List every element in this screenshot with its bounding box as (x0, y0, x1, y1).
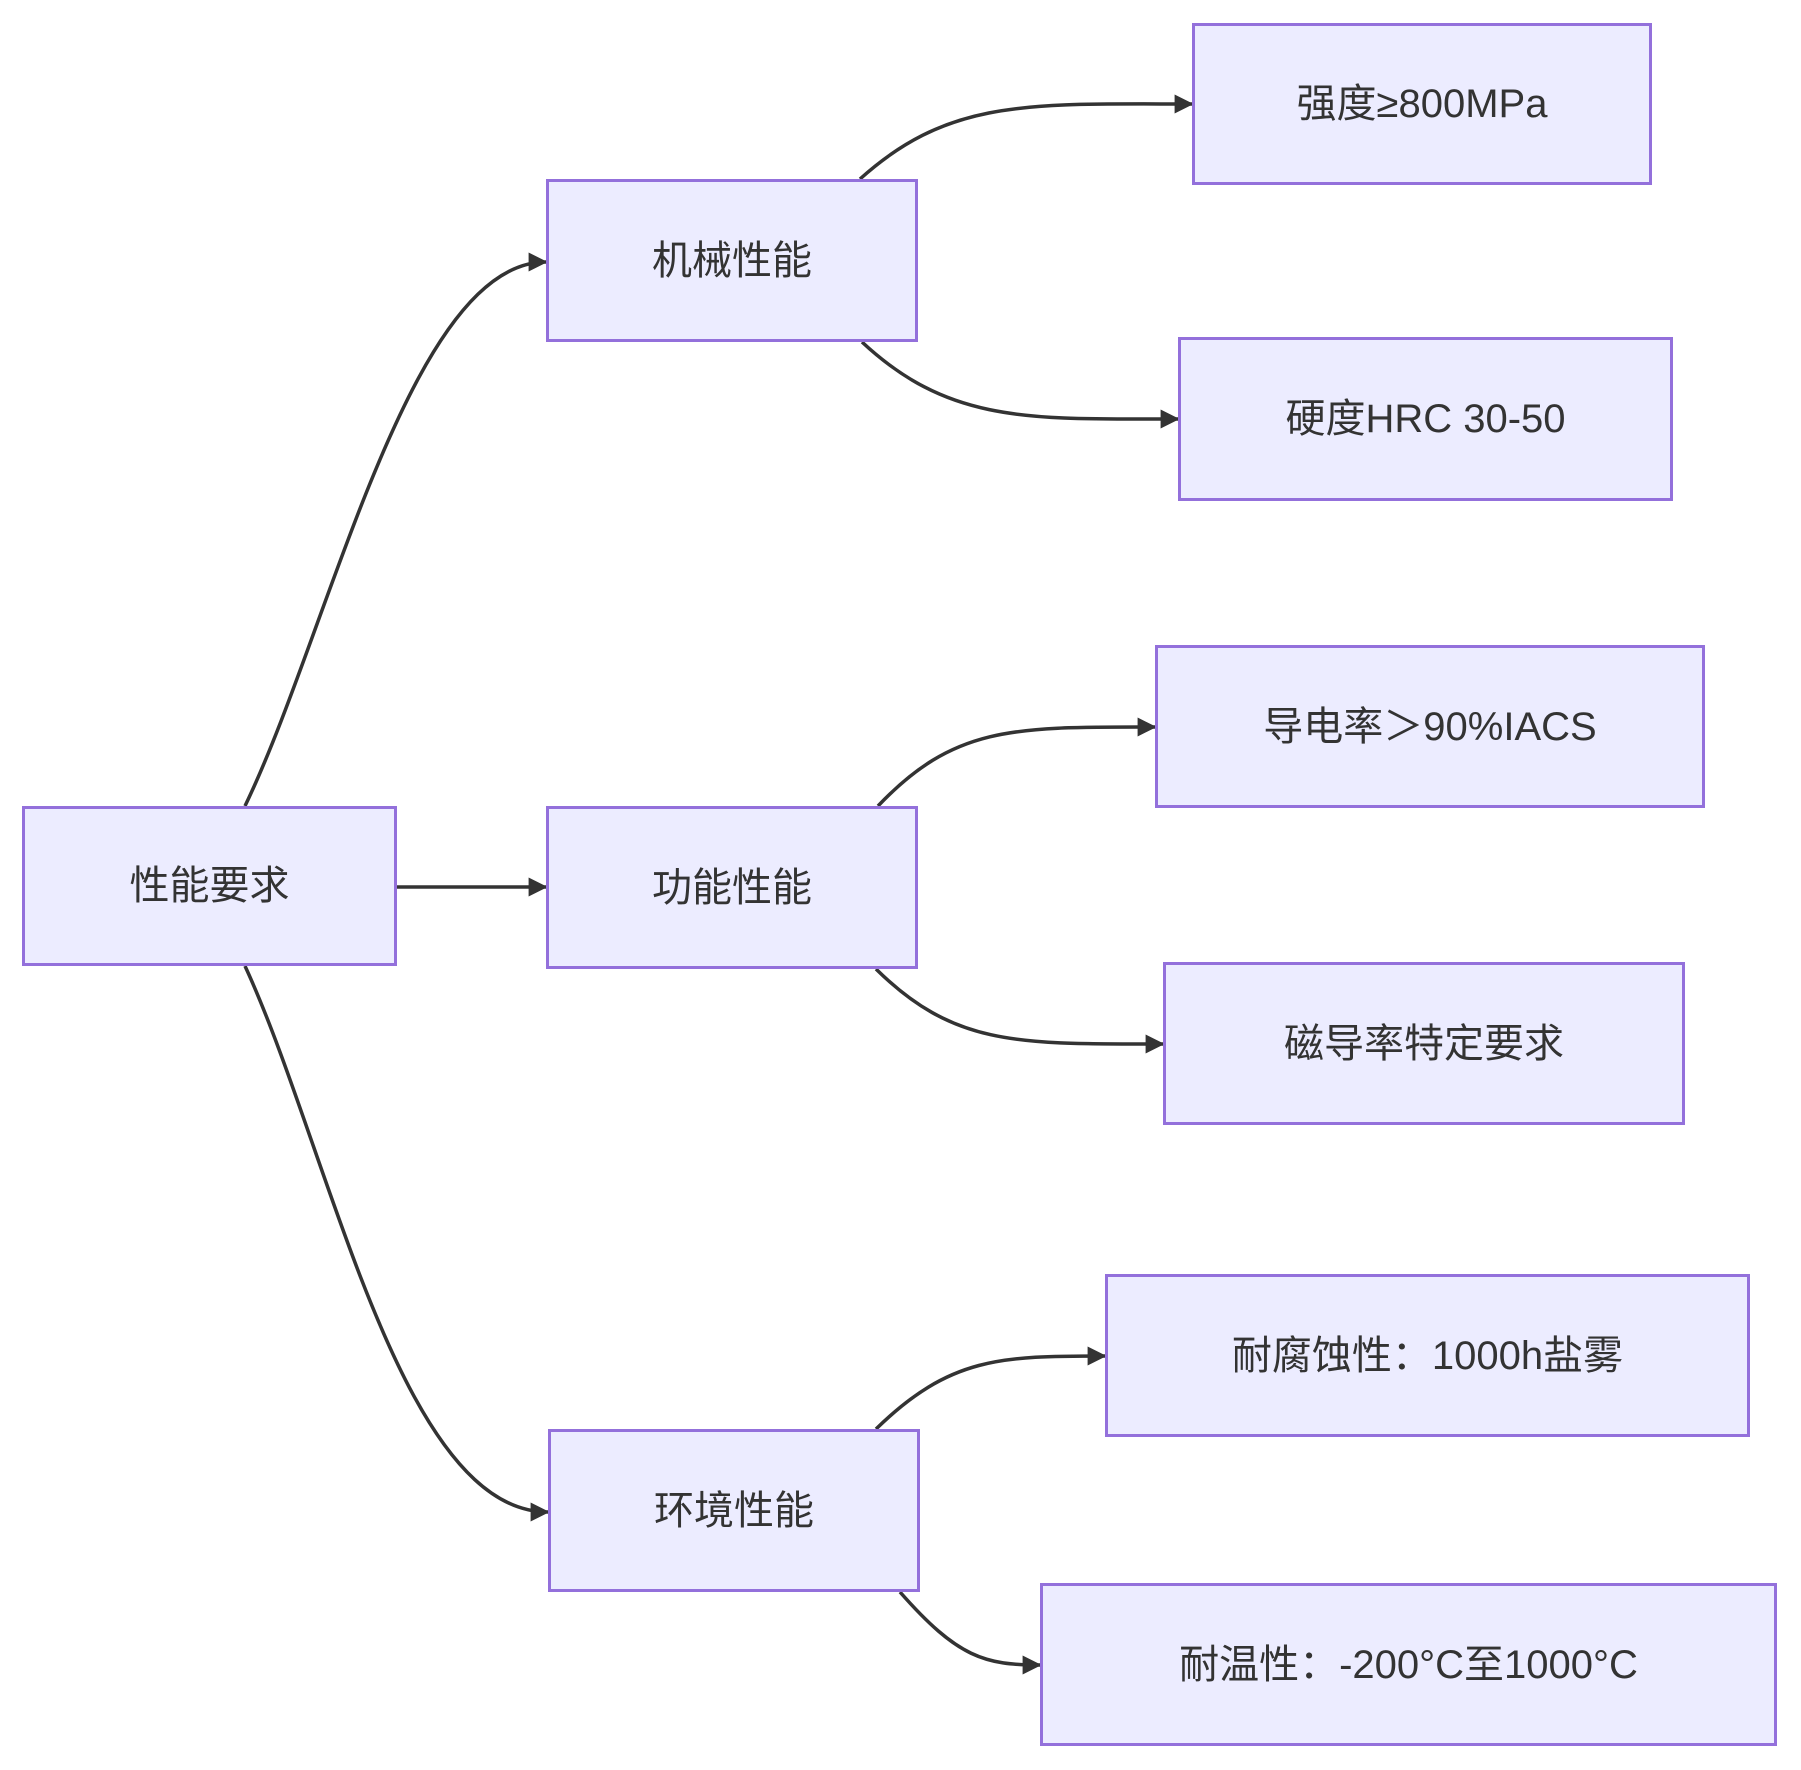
node-performance-requirements: 性能要求 (22, 806, 397, 966)
edge-root-mechanical (243, 252, 548, 807)
edge-environmental-corrosion (874, 1346, 1107, 1431)
node-label: 耐腐蚀性：1000h盐雾 (1231, 1333, 1624, 1378)
node-environmental-performance: 环境性能 (548, 1429, 920, 1592)
edge-root-environmental (243, 965, 550, 1522)
node-permeability-spec: 磁导率特定要求 (1163, 962, 1685, 1125)
edge-mechanical-strength (858, 94, 1194, 181)
node-label: 硬度HRC 30-50 (1285, 397, 1566, 441)
node-strength-spec: 强度≥800MPa (1192, 23, 1652, 185)
node-conductivity-spec: 导电率＞90%IACS (1155, 645, 1705, 808)
node-hardness-spec: 硬度HRC 30-50 (1178, 337, 1673, 501)
node-label: 机械性能 (652, 238, 812, 283)
node-label: 耐温性：-200°C至1000°C (1179, 1642, 1638, 1687)
node-label: 功能性能 (652, 865, 812, 910)
edge-functional-conductivity (876, 717, 1157, 808)
node-corrosion-spec: 耐腐蚀性：1000h盐雾 (1105, 1274, 1750, 1437)
node-label: 强度≥800MPa (1296, 82, 1548, 126)
edge-mechanical-hardness (860, 340, 1180, 429)
node-temperature-spec: 耐温性：-200°C至1000°C (1040, 1583, 1777, 1746)
node-label: 导电率＞90%IACS (1263, 704, 1597, 749)
edge-environmental-temperature (898, 1590, 1042, 1675)
node-mechanical-performance: 机械性能 (546, 179, 918, 342)
node-functional-performance: 功能性能 (546, 806, 918, 969)
node-label: 性能要求 (129, 864, 290, 908)
node-label: 磁导率特定要求 (1284, 1021, 1564, 1066)
node-label: 环境性能 (654, 1488, 814, 1533)
edge-functional-permeability (874, 967, 1165, 1054)
